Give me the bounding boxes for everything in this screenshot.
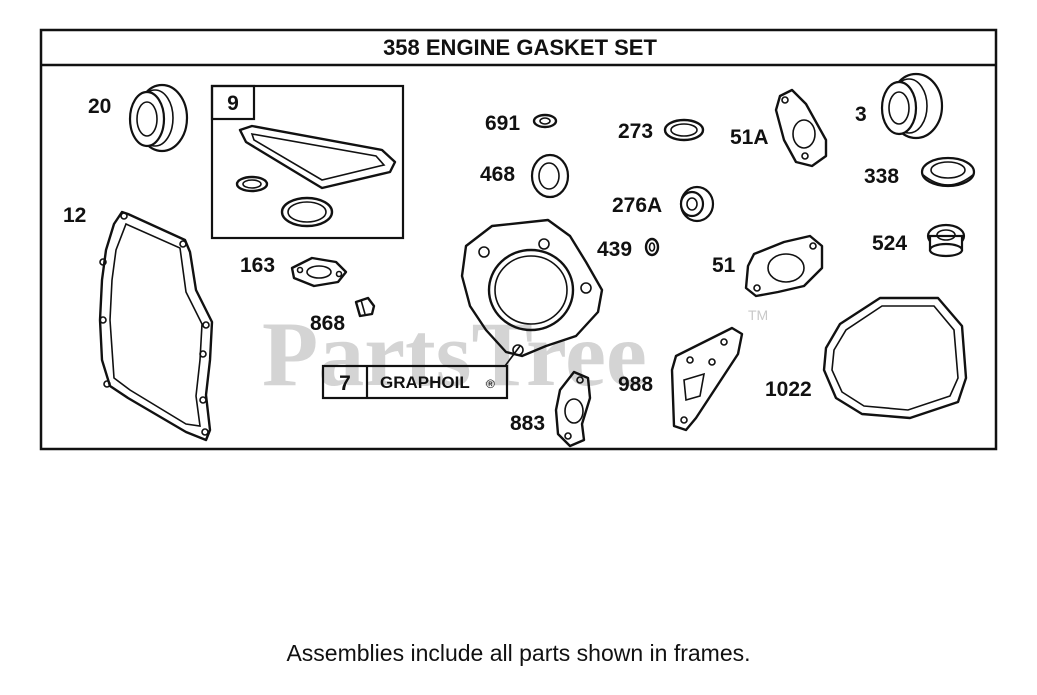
part-439-washer[interactable] xyxy=(644,237,660,257)
diagram-title: 358 ENGINE GASKET SET xyxy=(383,35,657,60)
part-label-439: 439 xyxy=(597,238,632,261)
part-label-273: 273 xyxy=(618,120,653,143)
frame-7-registered-mark: ® xyxy=(486,377,495,391)
diagram-frame xyxy=(39,28,998,451)
part-9-valve-cover-gasket[interactable] xyxy=(235,124,397,228)
frame-7-number: 7 xyxy=(339,372,351,395)
frame-9-box xyxy=(210,84,405,240)
part-label-12: 12 xyxy=(63,204,86,227)
part-468-seal[interactable] xyxy=(530,153,570,199)
part-label-20: 20 xyxy=(88,95,111,118)
part-label-3: 3 xyxy=(855,103,867,126)
part-label-868: 868 xyxy=(310,312,345,335)
part-524-plug[interactable] xyxy=(926,223,966,258)
part-691-washer[interactable] xyxy=(532,113,558,129)
part-276A-seal[interactable] xyxy=(679,185,715,223)
part-label-468: 468 xyxy=(480,163,515,186)
frame-9-number: 9 xyxy=(227,92,239,115)
part-338-seal[interactable] xyxy=(920,156,976,188)
part-51-gasket[interactable] xyxy=(744,234,824,298)
part-20-oil-seal[interactable] xyxy=(128,83,189,153)
part-label-1022: 1022 xyxy=(765,378,812,401)
part-label-276A: 276A xyxy=(612,194,662,217)
part-988-gasket[interactable] xyxy=(670,326,744,432)
part-label-691: 691 xyxy=(485,112,520,135)
frame-7-box xyxy=(321,364,509,400)
part-273-o-ring[interactable] xyxy=(663,118,705,142)
watermark: PartsTree xyxy=(262,303,647,405)
part-3-oil-seal[interactable] xyxy=(880,72,944,140)
frame-7-text: GRAPHOIL xyxy=(380,373,470,392)
part-883-gasket[interactable] xyxy=(554,370,592,448)
part-label-51A: 51A xyxy=(730,126,769,149)
part-label-524: 524 xyxy=(872,232,907,255)
frame-9-number-box xyxy=(210,84,256,121)
part-163-gasket[interactable] xyxy=(290,256,348,288)
part-label-883: 883 xyxy=(510,412,545,435)
part-51A-gasket[interactable] xyxy=(774,88,828,168)
footer-note: Assemblies include all parts shown in fr… xyxy=(286,640,751,666)
part-label-338: 338 xyxy=(864,165,899,188)
part-label-988: 988 xyxy=(618,373,653,396)
frame-7-leader xyxy=(504,345,521,367)
part-12-crankcase-gasket[interactable] xyxy=(98,210,214,442)
parts-diagram: 358 ENGINE GASKET SET PartsTree TM 20 9 … xyxy=(39,28,998,451)
part-7-cylinder-head-gasket[interactable] xyxy=(460,218,604,358)
part-1022-gasket[interactable] xyxy=(822,296,968,420)
part-label-51: 51 xyxy=(712,254,736,277)
part-label-163: 163 xyxy=(240,254,275,277)
watermark-tm: TM xyxy=(748,307,768,323)
part-868-sleeve[interactable] xyxy=(354,296,376,318)
